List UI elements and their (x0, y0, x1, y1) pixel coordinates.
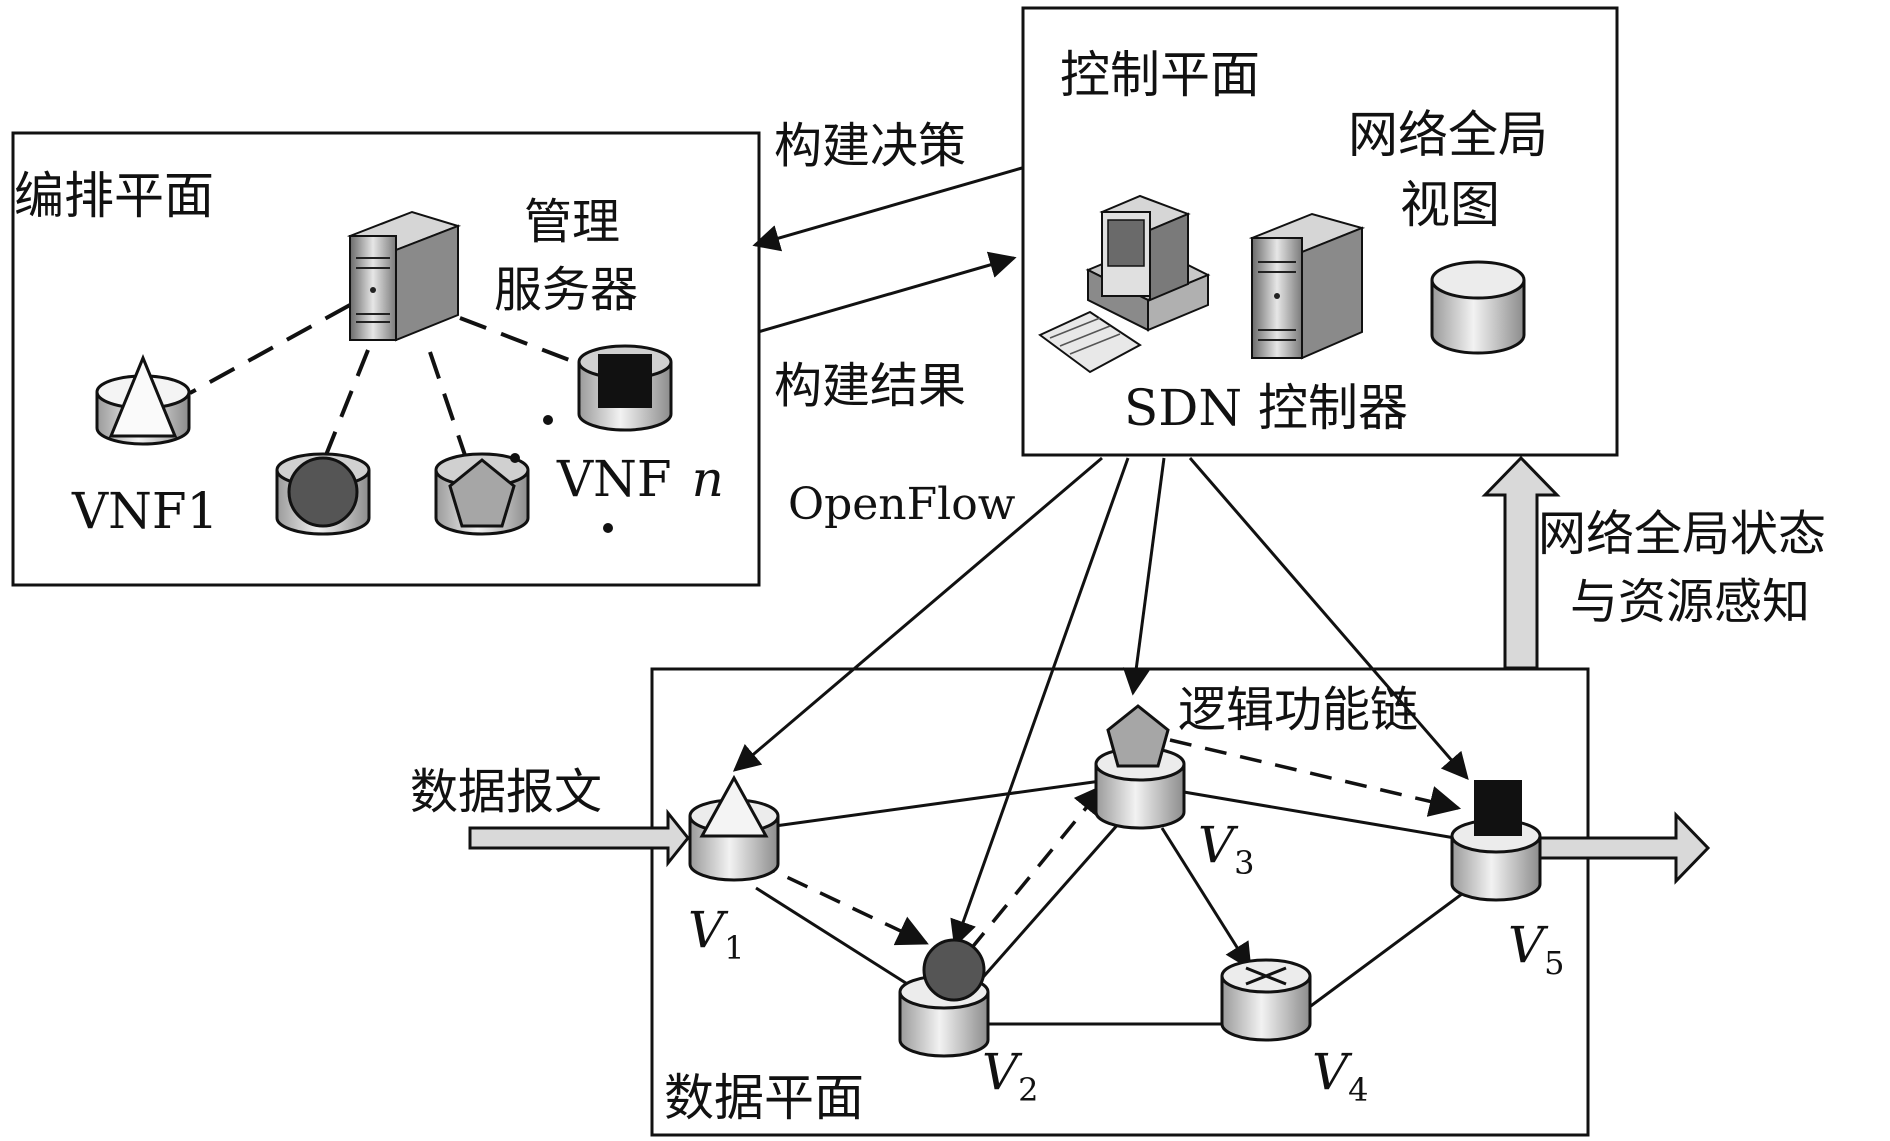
server-label-line1: 管理 (524, 194, 620, 250)
control-plane-title: 控制平面 (1060, 46, 1260, 104)
logical-chain-label: 逻辑功能链 (1178, 682, 1418, 738)
dash-server-vnf2 (318, 349, 370, 471)
router-v2-icon (898, 938, 990, 1058)
router-v3-icon (1094, 704, 1186, 830)
build-result-label: 构建结果 (774, 358, 966, 414)
node-label-v5: V5 (1508, 916, 1564, 982)
link-v4-v5 (1299, 886, 1471, 1016)
circle-icon (287, 456, 359, 528)
ellipsis-dots (510, 415, 613, 533)
dash-server-vnf3 (428, 351, 472, 471)
vnfn-icon (577, 344, 673, 432)
node-label-v1: V1 (688, 901, 744, 967)
router-v1-icon (688, 774, 780, 882)
state-awareness-label-line2: 与资源感知 (1570, 574, 1810, 630)
global-view-label-line1: 网络全局 (1348, 106, 1548, 164)
link-v3-v4 (1160, 827, 1252, 971)
keyboard-icon (1038, 310, 1142, 374)
control-plane-box (1021, 6, 1619, 457)
incoming-packet-arrow (468, 808, 690, 868)
openflow-arrow-v2 (950, 457, 1130, 948)
orchestration-plane: 编排平面 管理 服务器 VNF1 (11, 131, 761, 587)
v2-circle-icon (922, 938, 986, 1002)
chain-v3-v5 (1169, 738, 1462, 817)
openflow-label: OpenFlow (788, 479, 1016, 530)
build-decision-label: 构建决策 (774, 118, 966, 174)
openflow-arrow-v3 (1122, 457, 1166, 696)
data-plane: 数据平面 逻辑功能链 数据报文 (410, 456, 1711, 1137)
data-plane-box (650, 667, 1590, 1137)
dash-server-vnf1 (189, 303, 351, 395)
control-plane: 控制平面 网络全局 视图 (1021, 6, 1619, 457)
link-v3-v5 (1171, 788, 1456, 840)
build-result-arrow (757, 251, 1017, 334)
triangle-icon (108, 354, 178, 438)
node-label-v3: V3 (1198, 816, 1254, 882)
sdn-controller-label: SDN 控制器 (1124, 379, 1408, 437)
router-arrows-icon (1245, 966, 1287, 986)
pentagon-icon (448, 458, 516, 528)
controller-server-icon (1248, 212, 1366, 360)
vnf1-icon (95, 354, 191, 446)
vnf1-label: VNF1 (71, 482, 218, 540)
openflow-arrow-v1 (732, 456, 1103, 772)
router-v4-icon (1220, 958, 1312, 1042)
database-icon (1430, 260, 1526, 355)
link-v2-v3 (968, 821, 1122, 993)
pc-icon (1038, 194, 1211, 374)
square-icon (598, 354, 652, 408)
router-v5-icon (1450, 780, 1542, 902)
management-server-icon (346, 210, 462, 342)
dash-server-vnfn (459, 316, 591, 370)
orchestration-control-links (752, 166, 1023, 334)
orchestration-plane-box (11, 131, 761, 587)
v3-pentagon-icon (1106, 704, 1170, 768)
server-label-line2: 服务器 (494, 262, 638, 318)
node-label-v2: V2 (982, 1043, 1038, 1109)
v5-square-icon (1474, 780, 1522, 836)
physical-links (755, 778, 1471, 1026)
build-decision-arrow (752, 166, 1023, 252)
link-v1-v3 (774, 778, 1109, 828)
state-feedback-arrow (1481, 455, 1561, 670)
data-plane-title: 数据平面 (664, 1069, 864, 1127)
node-label-v4: V4 (1312, 1043, 1368, 1109)
v1-triangle-icon (699, 774, 769, 838)
orchestration-plane-title: 编排平面 (14, 167, 214, 225)
packet-label: 数据报文 (410, 764, 602, 820)
openflow-arrow-v5 (1188, 457, 1469, 781)
vnf3-icon (434, 452, 530, 536)
outgoing-packet-arrow (1538, 811, 1711, 885)
global-view-label-line2: 视图 (1400, 176, 1500, 234)
logical-chain-arrows (754, 738, 1462, 952)
chain-v2-v3 (968, 783, 1106, 952)
orchestration-dashed-links (189, 303, 591, 471)
state-awareness-label-line1: 网络全局状态 (1538, 506, 1826, 562)
link-v1-v2 (755, 886, 921, 994)
vnf2-icon (275, 452, 371, 536)
chain-v1-v2 (754, 860, 929, 946)
openflow-arrows (732, 456, 1469, 948)
